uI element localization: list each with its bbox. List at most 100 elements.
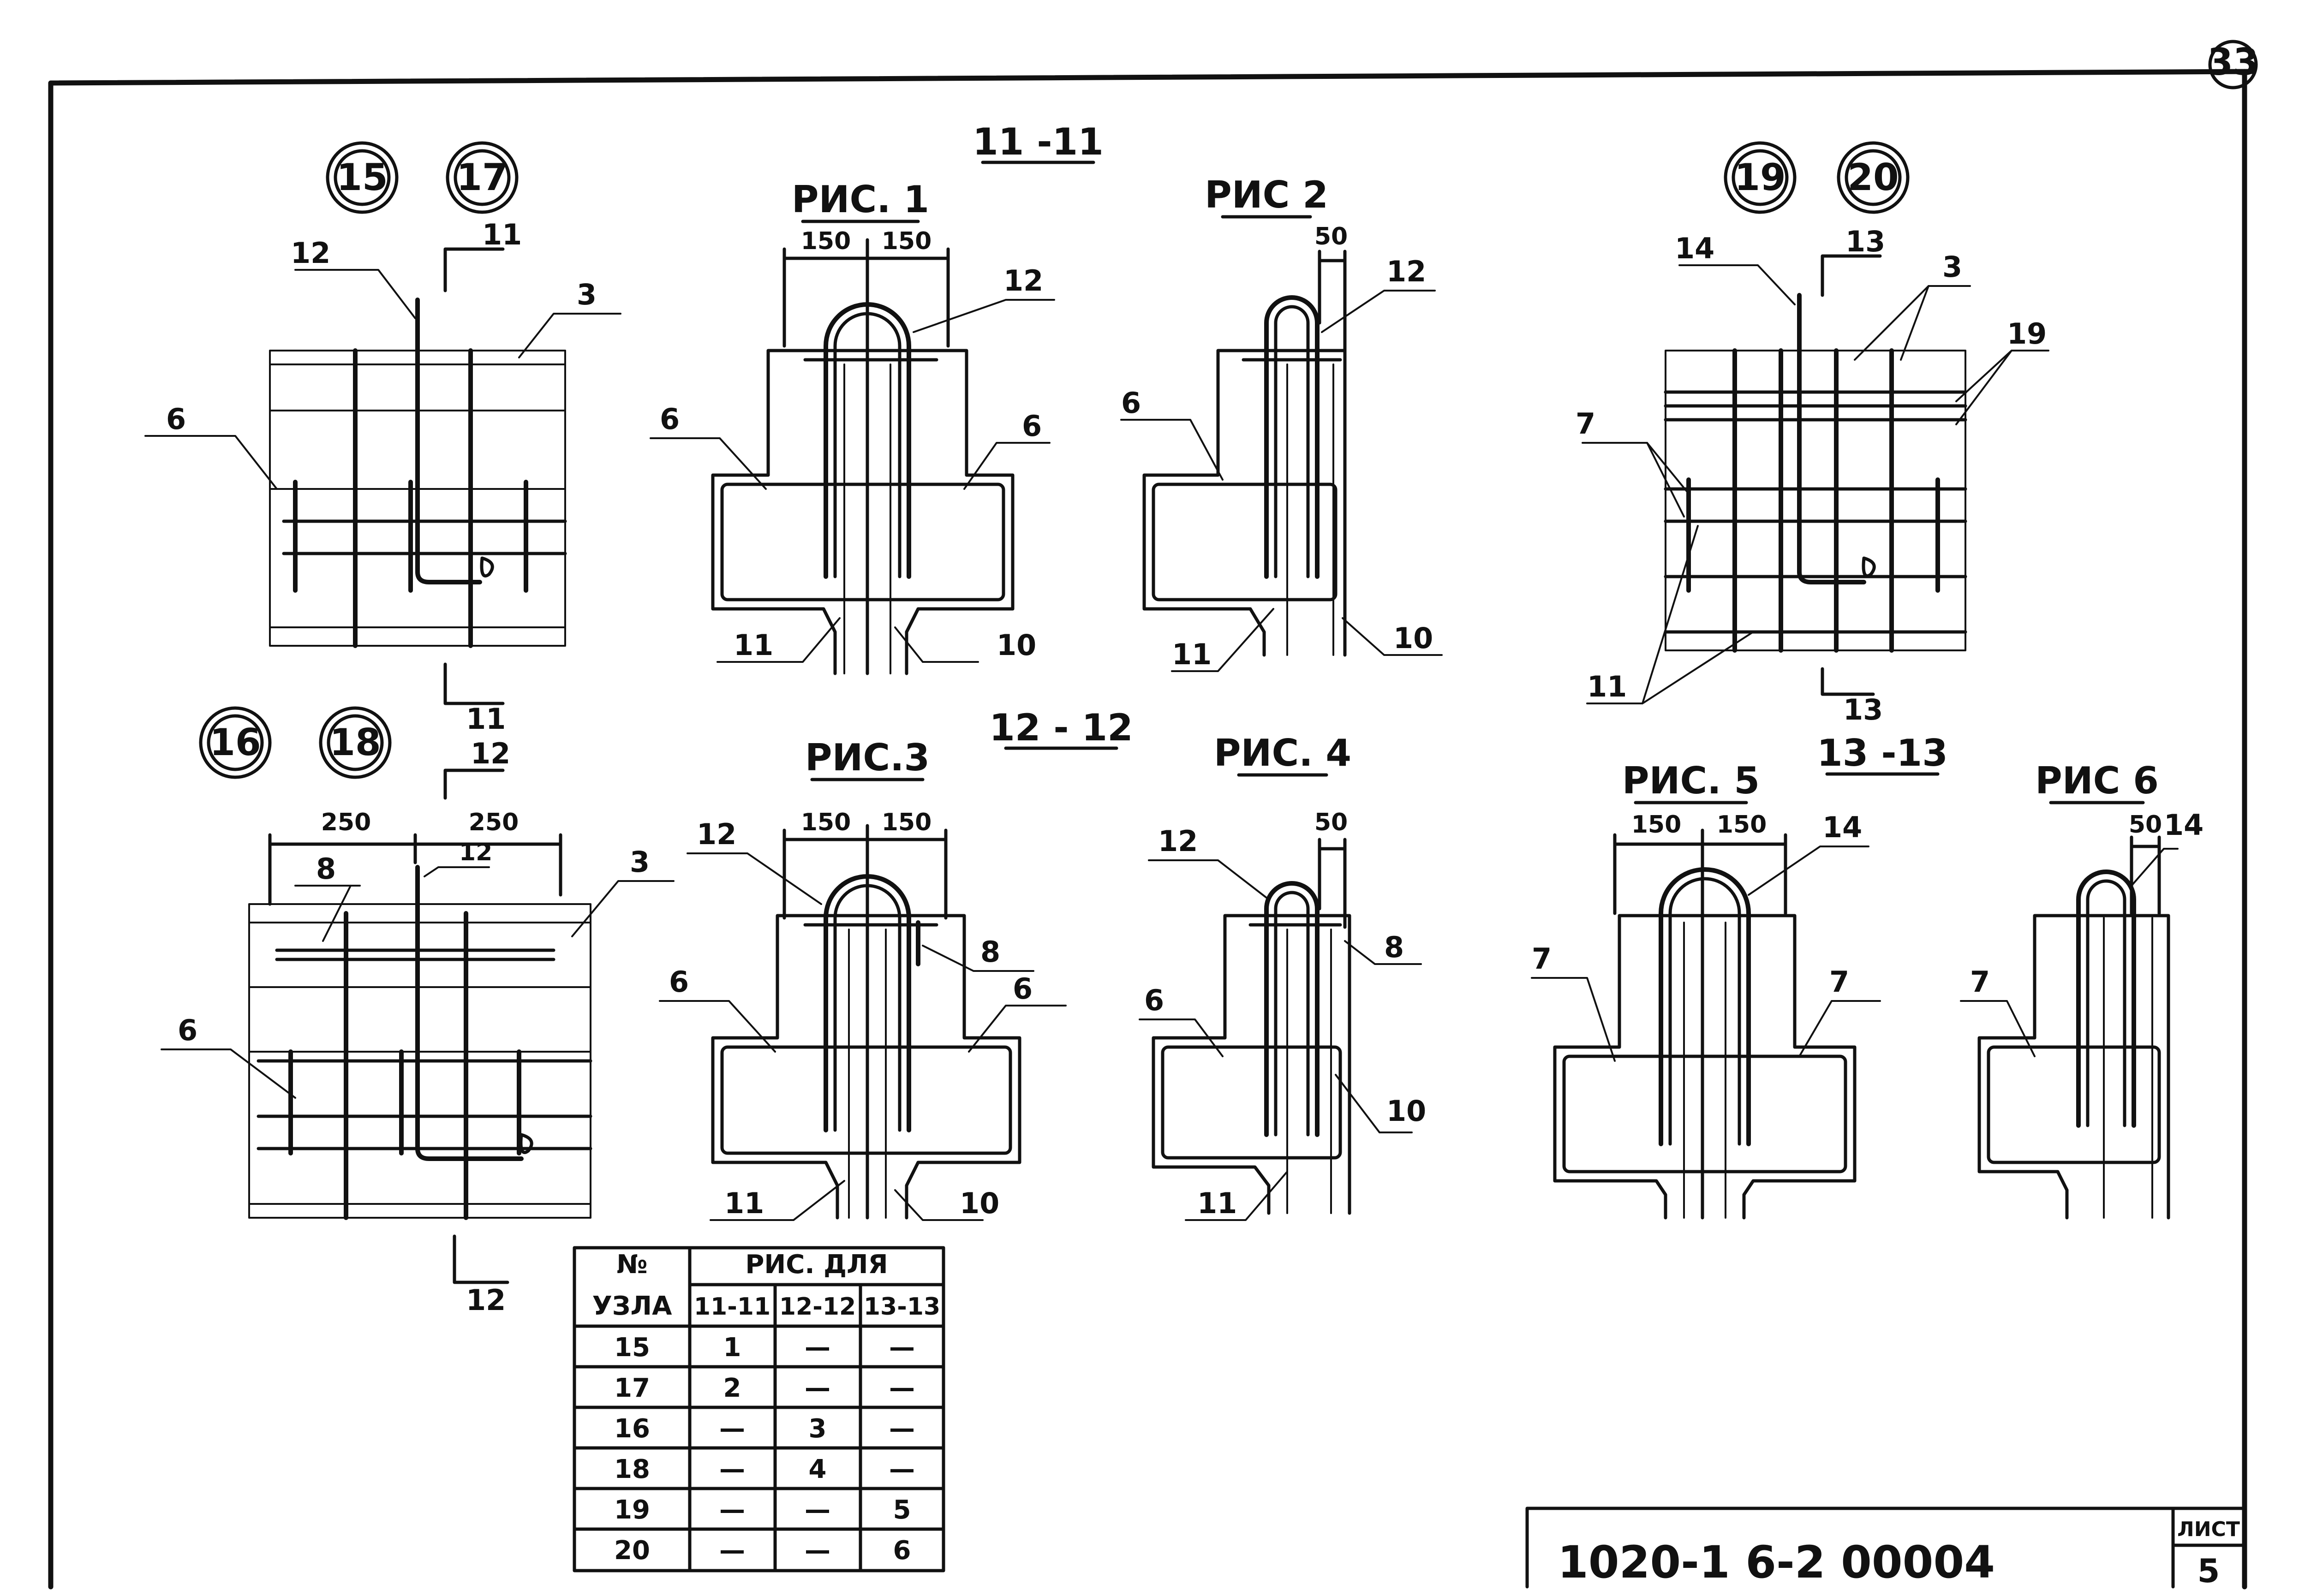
fig3-callout-12: 12 bbox=[697, 817, 736, 851]
fig4-callout-10: 10 bbox=[1386, 1094, 1426, 1128]
fig6-title: РИС 6 bbox=[2035, 759, 2159, 802]
plan-12-dim-left: 250 bbox=[321, 809, 371, 836]
table-row: 17 2 — — bbox=[614, 1373, 915, 1403]
table-cell: 6 bbox=[893, 1536, 911, 1566]
table-cell: — bbox=[889, 1333, 915, 1363]
section-title-11: 11 -11 bbox=[973, 120, 1104, 163]
fig5-callout-14: 14 bbox=[1822, 810, 1862, 844]
fig6-bar-14 bbox=[2076, 869, 2136, 1128]
fig1-callout-6-left: 6 bbox=[660, 402, 680, 436]
table-row: 20 — — 6 bbox=[614, 1536, 911, 1566]
fig3-callout-8: 8 bbox=[980, 935, 1000, 969]
fig2-title: РИС 2 bbox=[1205, 173, 1328, 216]
callout-19-plan13: 19 bbox=[2007, 317, 2047, 351]
table-cell: — bbox=[805, 1495, 830, 1525]
fig2-outline bbox=[1142, 349, 1347, 657]
plan-13-outline bbox=[1665, 350, 1966, 651]
table-cell: 4 bbox=[809, 1454, 827, 1484]
section-marker-11-top: 11 bbox=[482, 218, 522, 251]
node-circle-15 bbox=[326, 141, 399, 214]
callout-8-plan12: 8 bbox=[316, 852, 336, 886]
fig2-dim: 50 bbox=[1314, 223, 1348, 250]
plan-view-11: 11 11 12 3 6 bbox=[144, 218, 621, 736]
fig4-outline bbox=[1152, 914, 1351, 1215]
table-cell: — bbox=[889, 1454, 915, 1484]
node-group-bottom-left: 16 18 bbox=[199, 706, 392, 779]
plan-13-bar-14 bbox=[1797, 293, 1866, 584]
fig1-outline bbox=[711, 349, 1015, 675]
table-cell-node: 17 bbox=[614, 1373, 650, 1403]
section-marker-12-bottom: 12 bbox=[466, 1283, 506, 1317]
node-circle-18 bbox=[319, 706, 392, 779]
table-cell-node: 20 bbox=[614, 1536, 650, 1566]
fig3-dim-left: 150 bbox=[801, 809, 851, 836]
sheet-value: 5 bbox=[2197, 1552, 2220, 1590]
table-subheader-13: 13-13 bbox=[864, 1293, 940, 1321]
fig3-callout-10: 10 bbox=[960, 1186, 999, 1220]
figure-6: РИС 6 50 7 14 bbox=[1960, 759, 2203, 1220]
table-row: 18 — 4 — bbox=[614, 1454, 915, 1484]
fig3-callout-6-left: 6 bbox=[669, 965, 689, 999]
section-marker-11-bottom: 11 bbox=[466, 702, 506, 736]
fig2-bar-12 bbox=[1264, 295, 1320, 579]
fig6-callout-7: 7 bbox=[1970, 965, 1990, 999]
callout-11-plan13: 11 bbox=[1587, 670, 1627, 703]
figure-4: РИС. 4 50 11 10 8 6 12 bbox=[1139, 732, 1426, 1221]
table-cell-node: 18 bbox=[614, 1454, 650, 1484]
callout-3-plan12: 3 bbox=[630, 845, 650, 879]
fig4-callout-12: 12 bbox=[1158, 824, 1198, 858]
title-block: 1020-1 6-2 00004 ЛИСТ 5 bbox=[1525, 1507, 2246, 1590]
fig1-callout-11: 11 bbox=[734, 628, 773, 662]
plan-12-bar-12 bbox=[415, 865, 524, 1161]
fig4-callout-8: 8 bbox=[1384, 930, 1404, 964]
table-cell-node: 15 bbox=[614, 1333, 650, 1363]
section-marker-13-bottom: 13 bbox=[1843, 693, 1883, 727]
table-cell: — bbox=[719, 1495, 745, 1525]
figure-2: РИС 2 50 11 10 6 12 bbox=[1120, 173, 1443, 672]
fig4-callout-6: 6 bbox=[1144, 983, 1164, 1017]
fig1-dim-right: 150 bbox=[882, 227, 932, 255]
fig3-title: РИС.3 bbox=[805, 736, 930, 779]
callout-12-plan12: 12 bbox=[459, 839, 492, 866]
node-circle-16 bbox=[199, 706, 272, 779]
fig6-callout-14: 14 bbox=[2164, 808, 2203, 842]
drawing-code: 1020-1 6-2 00004 bbox=[1558, 1536, 1995, 1588]
callout-12-plan11: 12 bbox=[291, 236, 330, 270]
sheet-number-circle bbox=[2208, 40, 2258, 89]
section-marker-13-top: 13 bbox=[1845, 225, 1885, 258]
fig5-callout-7-left: 7 bbox=[1532, 942, 1552, 976]
section-title-13: 13 -13 bbox=[1817, 732, 1948, 774]
table-cell: — bbox=[805, 1536, 830, 1566]
sheet-number: 33 bbox=[2207, 41, 2258, 83]
fig4-dim: 50 bbox=[1314, 809, 1348, 836]
plan-view-12: 250 250 12 12 8 12 3 6 bbox=[161, 737, 675, 1317]
node-label-15: 15 bbox=[336, 156, 388, 199]
fig2-callout-6: 6 bbox=[1121, 386, 1141, 420]
fig5-title: РИС. 5 bbox=[1622, 759, 1760, 802]
callout-3-plan11: 3 bbox=[577, 278, 597, 311]
table-cell: — bbox=[719, 1454, 745, 1484]
node-circle-19 bbox=[1724, 141, 1797, 214]
figure-1: РИС. 1 150 150 11 10 6 6 12 bbox=[650, 178, 1055, 675]
node-label-20: 20 bbox=[1847, 156, 1899, 199]
table-cell: — bbox=[889, 1373, 915, 1403]
fig6-dim: 50 bbox=[2129, 811, 2162, 839]
callout-7-plan13: 7 bbox=[1576, 407, 1595, 441]
node-label-17: 17 bbox=[456, 156, 508, 199]
table-cell: — bbox=[719, 1414, 745, 1444]
table-cell: 5 bbox=[893, 1495, 911, 1525]
fig4-callout-11: 11 bbox=[1197, 1186, 1237, 1220]
callout-14-plan13: 14 bbox=[1675, 232, 1714, 265]
fig5-dim-left: 150 bbox=[1631, 811, 1682, 839]
fig1-title: РИС. 1 bbox=[792, 178, 929, 221]
sheet-border bbox=[48, 69, 2254, 1590]
table-outline bbox=[573, 1246, 945, 1572]
fig2-callout-12: 12 bbox=[1386, 255, 1426, 288]
node-circle-17 bbox=[446, 141, 519, 214]
table-header-node-line1: № bbox=[616, 1250, 647, 1280]
table-header-node-line2: УЗЛА bbox=[592, 1291, 672, 1321]
fig3-callout-6-right: 6 bbox=[1013, 972, 1033, 1006]
fig3-bar-12 bbox=[824, 874, 911, 1132]
fig2-callout-11: 11 bbox=[1172, 637, 1212, 671]
